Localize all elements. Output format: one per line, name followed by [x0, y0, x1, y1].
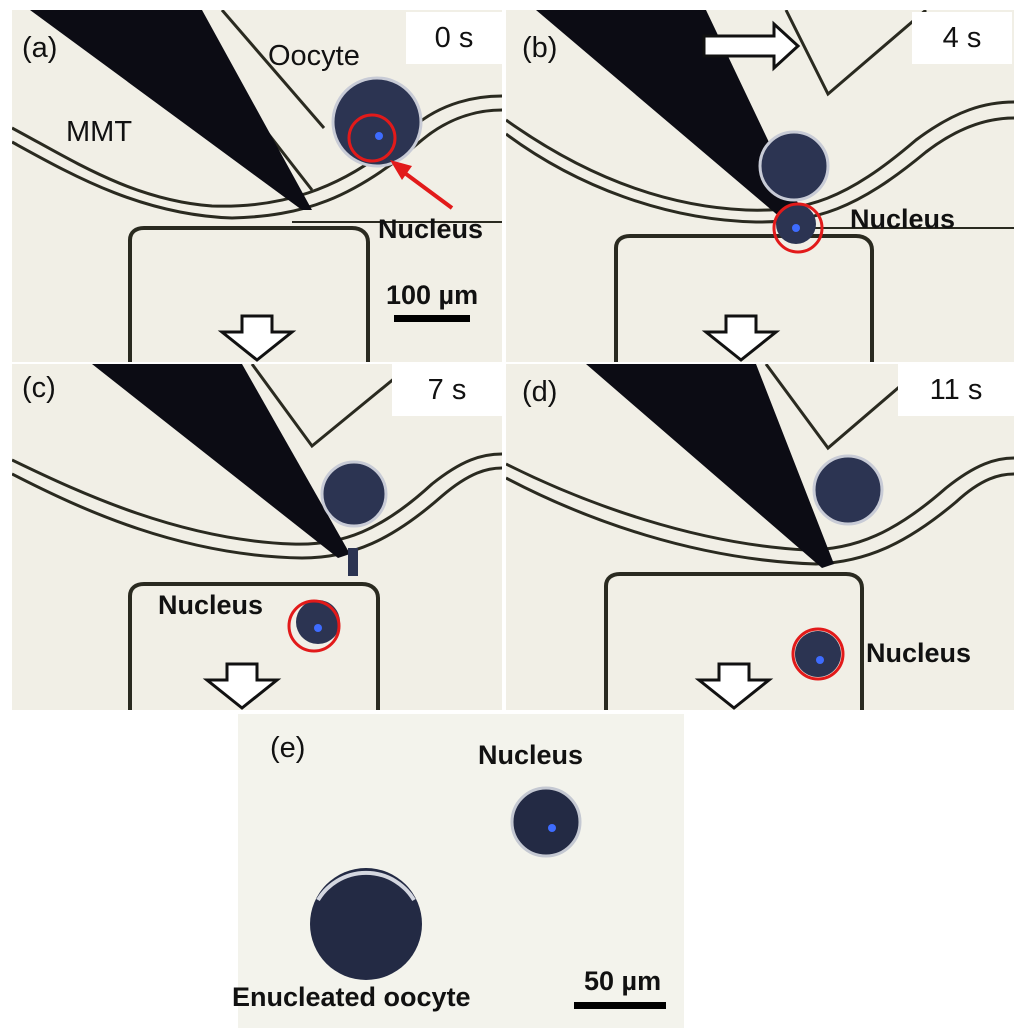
arrow-down-icon — [701, 314, 781, 362]
arrow-right-icon — [702, 20, 801, 72]
scale-bar-main — [394, 315, 470, 322]
panel-a-time: 0 s — [406, 12, 502, 64]
nucleus-label-e: Nucleus — [478, 740, 584, 770]
panel-b-image — [506, 10, 1014, 362]
panel-a — [12, 10, 502, 362]
nucleus-label-c: Nucleus — [158, 590, 264, 620]
arrow-down-icon — [694, 662, 774, 710]
panel-e-label: (e) — [270, 732, 306, 764]
scale-bar-inset — [574, 1002, 666, 1009]
panel-b-time: 4 s — [912, 12, 1012, 64]
panel-e-image — [310, 786, 582, 980]
arrow-down-icon — [217, 314, 297, 362]
panel-d-label: (d) — [522, 376, 558, 408]
arrow-down-icon — [202, 662, 282, 710]
arrow-red-icon — [390, 160, 454, 210]
panel-b — [506, 10, 1014, 362]
panel-c-time: 7 s — [392, 364, 502, 416]
panel-c-label: (c) — [22, 372, 56, 404]
nucleus-label-b: Nucleus — [850, 204, 956, 234]
panel-a-label: (a) — [22, 32, 58, 64]
panel-e — [238, 714, 684, 1028]
panel-d-time: 11 s — [898, 364, 1014, 416]
panel-c — [12, 364, 502, 710]
nucleus-label-a: Nucleus — [378, 214, 484, 244]
panel-b-label: (b) — [522, 32, 558, 64]
oocyte-label: Oocyte — [268, 40, 360, 72]
panel-c-image — [12, 364, 502, 710]
scale-bar-label-inset: 50 µm — [584, 966, 662, 996]
panel-d-image — [506, 364, 1014, 710]
enucleated-oocyte-label: Enucleated oocyte — [232, 982, 471, 1012]
panel-a-image — [12, 10, 502, 362]
nucleus-label-d: Nucleus — [866, 638, 972, 668]
panel-d — [506, 364, 1014, 710]
mmt-label: MMT — [66, 116, 133, 148]
scale-bar-label-main: 100 µm — [386, 280, 479, 310]
